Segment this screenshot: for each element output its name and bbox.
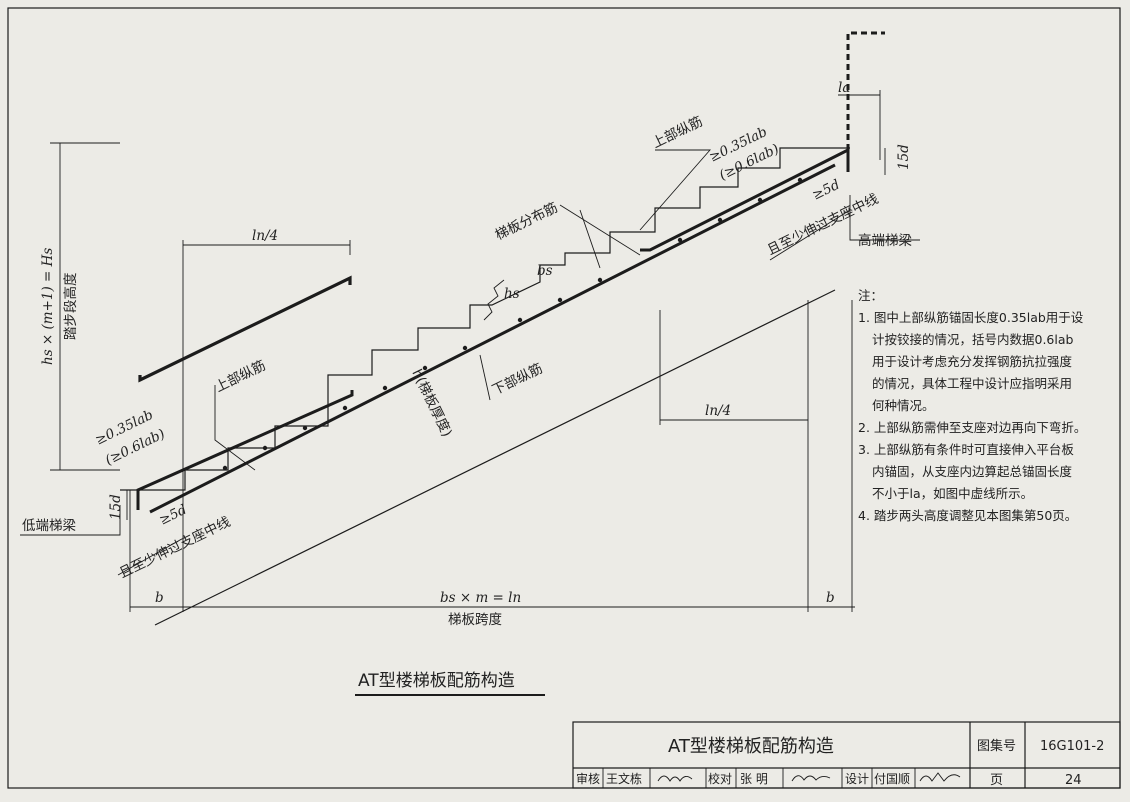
label-high-beam: 高端梯梁 [858,232,912,249]
note-line: 4. 踏步两头高度调整见本图集第50页。 [858,508,1077,523]
lower-bar [149,163,836,514]
label-la: la [838,80,850,96]
design-label: 设计 [845,772,869,786]
drawing-caption: AT型楼梯板配筋构造 [358,671,515,691]
dimension-lines [20,90,920,612]
review-label: 审核 [576,771,600,786]
label-support-left: 且至少伸过支座中线 [117,514,233,582]
label-low-beam: 低端梯梁 [22,518,76,534]
label-bs: bs [537,263,553,279]
page-number: 24 [1065,773,1082,788]
note-line: 的情况，具体工程中设计应指明采用 [872,376,1072,391]
note-line: 1. 图中上部纵筋锚固长度0.35lab用于设 [858,310,1084,325]
label-slab-thickness: h(梯板厚度) [408,367,454,440]
label-height-formula: hs × (m+1) = Hs [40,248,56,365]
dashed-anchor-right [846,31,885,150]
label-hs: hs [504,286,520,302]
review-name: 王文栋 [606,771,642,786]
title-block: AT型楼梯板配筋构造 图集号 16G101-2 页 24 审核 王文栋 校对 张… [572,721,1121,789]
label-ln4-right: ln/4 [705,403,731,419]
label-b-right: b [826,590,835,606]
check-name: 张 明 [740,772,768,786]
atlas-label: 图集号 [977,738,1016,754]
notes-title: 注： [858,288,883,303]
note-line: 2. 上部纵筋需伸至支座对边再向下弯折。 [858,420,1086,435]
design-signature [919,772,961,782]
label-height-caption: 踏步段高度 [62,273,79,341]
check-label: 校对 [708,771,732,786]
upper-bar-left [136,390,354,510]
sheet-border [7,7,1121,789]
label-upper-bar-left: 上部纵筋 [212,357,268,396]
check-signature [791,775,831,782]
note-line: 3. 上部纵筋有条件时可直接伸入平台板 [858,442,1074,457]
design-name: 付国顺 [874,772,910,786]
label-span-formula: bs × m = ln [440,590,521,606]
notes-block: 注： 1. 图中上部纵筋锚固长度0.35lab用于设 计按铰接的情况，括号内数据… [858,288,1086,523]
drawing-labels: 上部纵筋 上部纵筋 下部纵筋 梯板分布筋 h(梯板厚度) 高端梯梁 低端梯梁 ≥… [22,80,912,628]
label-upper-bar-right: 上部纵筋 [649,113,705,152]
rebar [136,31,885,514]
title-block-title: AT型楼梯板配筋构造 [668,736,834,757]
page-label: 页 [990,773,1003,788]
note-line: 用于设计考虑充分发挥钢筋抗拉强度 [872,354,1073,369]
label-15d-right: 15d [896,144,912,170]
atlas-number: 16G101-2 [1040,739,1104,754]
label-15d-left: 15d [108,494,124,520]
label-b-left: b [155,590,164,606]
note-line: 何种情况。 [872,398,935,413]
label-lower-bar: 下部纵筋 [489,360,545,399]
label-span-caption: 梯板跨度 [448,612,502,628]
label-5d-right: ≥5d [810,177,843,204]
note-line: 不小于la，如图中虚线所示。 [872,486,1033,501]
note-line: 计按铰接的情况，括号内数据0.6lab [872,332,1074,347]
label-ln4-left: ln/4 [252,228,278,244]
note-line: 内锚固，从支座内边算起总锚固长度 [872,464,1073,479]
upper-bar-left-outer [138,275,352,383]
review-signature [657,775,693,782]
label-distribution-bar: 梯板分布筋 [492,199,560,244]
upper-bar-right [640,147,850,252]
